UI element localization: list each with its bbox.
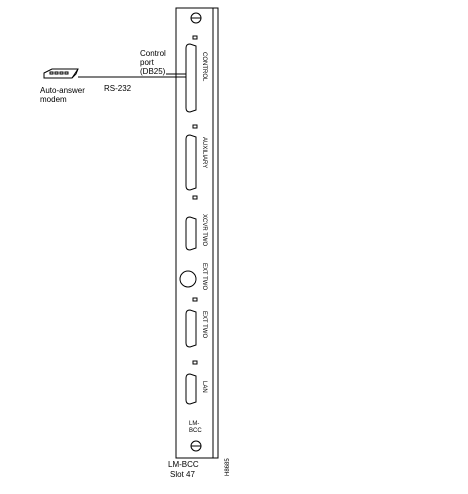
control-port-label: CONTROL [201, 52, 207, 82]
top-screw-icon [190, 12, 202, 24]
control-callout-line2: port [140, 58, 155, 67]
control-callout-line3: (DB25) [140, 67, 166, 76]
modem-label-line2: modem [40, 95, 67, 104]
bottom-screw-icon [190, 440, 202, 452]
xcvr-port-connector-icon [185, 216, 197, 251]
xcvr-port-label: XCVR TWO [201, 214, 207, 247]
ext-port-connector-icon [185, 309, 197, 348]
panel-bottom-label-line1: LM- [189, 421, 199, 427]
ext-port-label-upper: EXT TWO [201, 263, 207, 290]
modem-label-line1: Auto-answer [40, 86, 85, 95]
lm-bcc-panel [175, 7, 219, 459]
control-callout-line1: Control [140, 49, 166, 58]
modem-icon [43, 68, 79, 79]
round-connector-icon [179, 270, 197, 288]
lan-port-label: LAN [201, 381, 207, 393]
figure-id: H8685 [225, 458, 231, 476]
ext-port-label-lower: EXT TWO [201, 311, 207, 338]
caption-line2: Slot 47 [170, 470, 195, 479]
control-port-connector-icon [185, 43, 197, 113]
panel-bottom-label-line2: BCC [189, 428, 202, 434]
caption-line1: LM-BCC [168, 460, 199, 469]
mount-hole-icon [192, 35, 198, 365]
auxiliary-port-connector-icon [185, 134, 197, 191]
auxiliary-port-label: AUXILIARY [201, 137, 207, 168]
rs232-label: RS-232 [104, 84, 132, 93]
lan-port-connector-icon [185, 373, 197, 405]
